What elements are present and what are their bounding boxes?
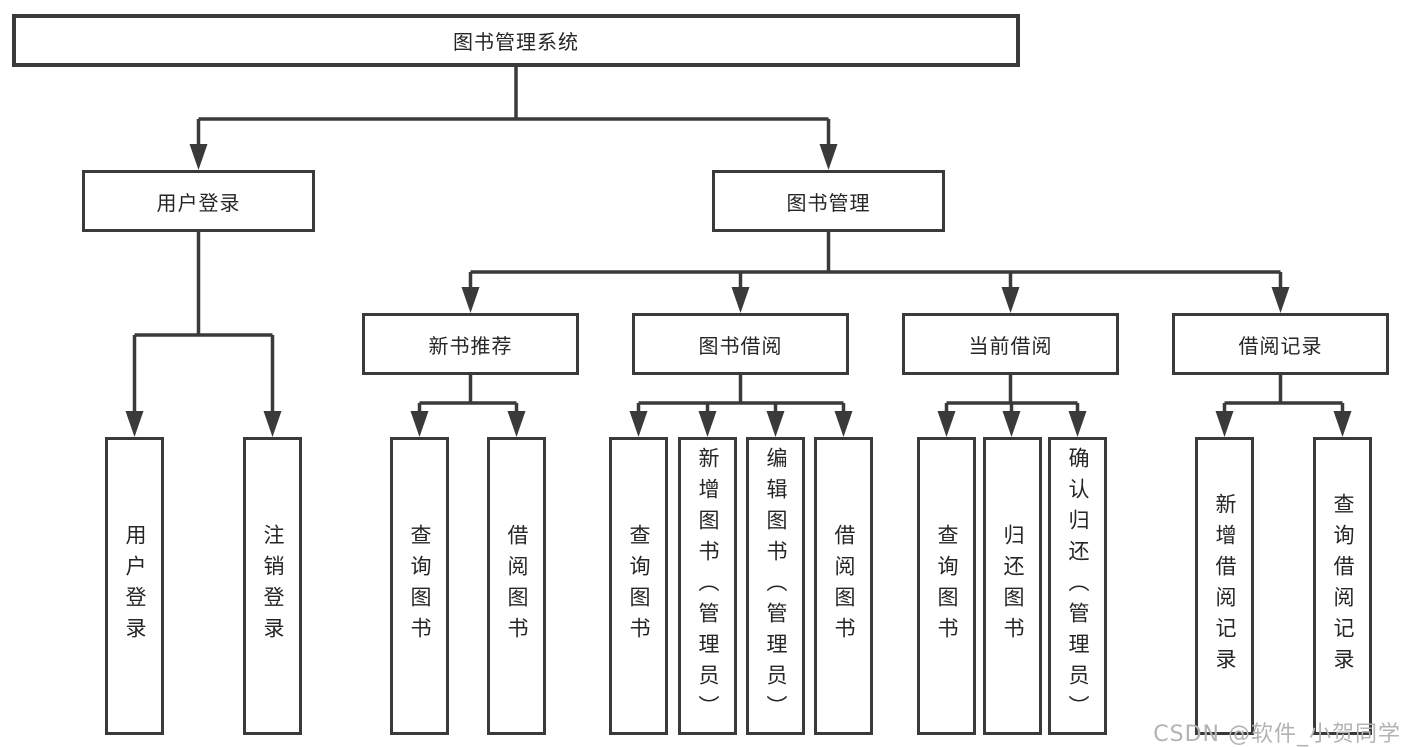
node-borrow-books: 借阅图书 [814, 437, 873, 735]
arrowhead-icon [507, 411, 526, 437]
node-search-borrow-record: 查询借阅记录 [1313, 437, 1372, 735]
arrowhead-icon [1002, 411, 1021, 437]
node-user-login-action: 用户登录 [105, 437, 164, 735]
edge-lines [417, 375, 519, 413]
arrowhead-icon [410, 411, 429, 437]
arrowhead-icon [698, 411, 717, 437]
arrowhead-icon [766, 411, 785, 437]
node-return-books: 归还图书 [983, 437, 1042, 735]
node-search-books-current: 查询图书 [917, 437, 976, 735]
edge-borrowing-records-children [1215, 375, 1352, 437]
arrowhead-icon [731, 287, 750, 313]
arrowhead-icon [819, 144, 838, 170]
arrowhead-icon [189, 144, 208, 170]
node-add-borrow-record: 新增借阅记录 [1195, 437, 1254, 735]
arrowhead-icon [1271, 287, 1290, 313]
edge-new-book-recommendation-children [410, 375, 526, 437]
arrowhead-icon [1333, 411, 1352, 437]
arrowhead-icon [1215, 411, 1234, 437]
arrowhead-icon [937, 411, 956, 437]
edge-lines [132, 232, 275, 413]
arrowhead-icon [461, 287, 480, 313]
arrowhead-icon [629, 411, 648, 437]
edge-user-login-children [125, 232, 282, 437]
node-borrow-books-recommend: 借阅图书 [487, 437, 546, 735]
node-search-books-borrow: 查询图书 [609, 437, 668, 735]
edge-current-borrowing-children [937, 375, 1087, 437]
edge-lines [636, 375, 846, 413]
arrowhead-icon [834, 411, 853, 437]
edge-book-borrowing-children [629, 375, 853, 437]
node-add-books-admin: 新增图书（管理员） [678, 437, 737, 735]
node-user-login: 用户登录 [82, 170, 315, 232]
node-current-borrowing: 当前借阅 [902, 313, 1119, 375]
edge-lines [468, 232, 1283, 289]
edge-lines [944, 375, 1080, 413]
node-root-system: 图书管理系统 [12, 14, 1020, 67]
node-search-books-recommend: 查询图书 [390, 437, 449, 735]
arrowhead-icon [125, 411, 144, 437]
node-new-book-recommendation: 新书推荐 [362, 313, 579, 375]
node-book-borrowing: 图书借阅 [632, 313, 849, 375]
edge-lines [196, 67, 831, 146]
arrowhead-icon [263, 411, 282, 437]
node-logout-action: 注销登录 [243, 437, 302, 735]
node-book-management: 图书管理 [712, 170, 945, 232]
node-confirm-return-admin: 确认归还（管理员） [1048, 437, 1107, 735]
node-borrowing-records: 借阅记录 [1172, 313, 1389, 375]
edge-root-to-level2 [189, 67, 838, 170]
arrowhead-icon [1068, 411, 1087, 437]
edge-lines [1222, 375, 1345, 413]
arrowhead-icon [1001, 287, 1020, 313]
node-edit-books-admin: 编辑图书（管理员） [746, 437, 805, 735]
edge-book-management-children [461, 232, 1290, 313]
watermark: CSDN @软件_小贺同学 [1153, 722, 1401, 747]
